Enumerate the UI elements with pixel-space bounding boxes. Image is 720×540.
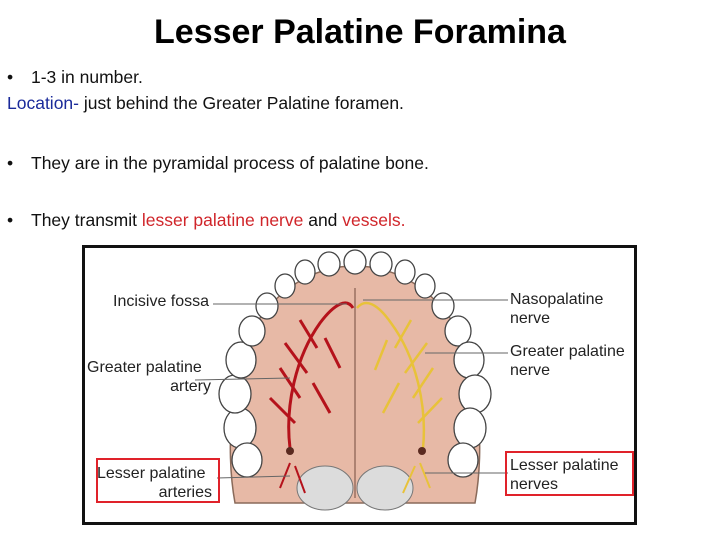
label-line: nerve — [510, 362, 551, 379]
label-greater-palatine-nerve: Greater palatine nerve — [510, 342, 625, 380]
greater-palatine-artery — [268, 301, 355, 449]
bullet-text-middle: and — [303, 210, 343, 230]
highlight-nerve: lesser palatine nerve — [141, 210, 304, 230]
palate-drawing — [194, 249, 508, 511]
label-lesser-palatine-arteries: Lesser palatine arteries — [97, 464, 212, 502]
label-line: Greater palatine — [87, 359, 202, 376]
location-label: Location- — [7, 93, 79, 113]
bullet-count: • 1-3 in number. — [7, 67, 143, 88]
label-greater-palatine-artery: Greater palatine artery — [87, 358, 211, 396]
label-line: nerves — [510, 476, 559, 493]
bullet-pyramidal: • They are in the pyramidal process of pa… — [7, 153, 429, 174]
bullet-text: They transmit — [31, 210, 142, 230]
label-lesser-palatine-nerves: Lesser palatine nerves — [510, 456, 619, 494]
label-line: nerve — [510, 310, 551, 327]
label-line: Greater palatine — [510, 343, 625, 360]
bullet-marker: • — [7, 210, 14, 230]
bullet-marker: • — [7, 67, 14, 87]
highlight-box-nerves — [505, 451, 634, 496]
label-incisive-fossa: Incisive fossa — [113, 293, 210, 310]
label-nasopalatine-nerve: Nasopalatine nerve — [510, 290, 603, 328]
highlight-box-arteries — [96, 458, 220, 503]
lesser-palatine-nerves — [402, 462, 431, 494]
label-line: Nasopalatine — [510, 291, 604, 308]
bullet-marker: • — [7, 153, 14, 173]
location-text: just behind the Greater Palatine foramen… — [79, 93, 404, 113]
highlight-vessels: vessels. — [342, 210, 406, 230]
label-line: Lesser palatine — [510, 457, 619, 474]
label-line: artery — [170, 378, 211, 395]
bullet-text: They are in the pyramidal process of pal… — [31, 153, 429, 173]
slide-title: Lesser Palatine Foramina — [154, 13, 566, 51]
label-line: arteries — [158, 484, 212, 501]
greater-palatine-nerve — [356, 301, 443, 449]
bullet-transmit: • They transmit lesser palatine nerve and… — [7, 210, 406, 231]
teeth — [218, 249, 492, 478]
palate-illustration: Incisive fossa Greater palatine artery L… — [82, 245, 637, 525]
lesser-palatine-arteries — [279, 462, 306, 494]
location-line: Location- just behind the Greater Palati… — [7, 93, 404, 114]
label-line: Lesser palatine — [97, 465, 206, 482]
bullet-text: 1-3 in number. — [31, 67, 143, 87]
